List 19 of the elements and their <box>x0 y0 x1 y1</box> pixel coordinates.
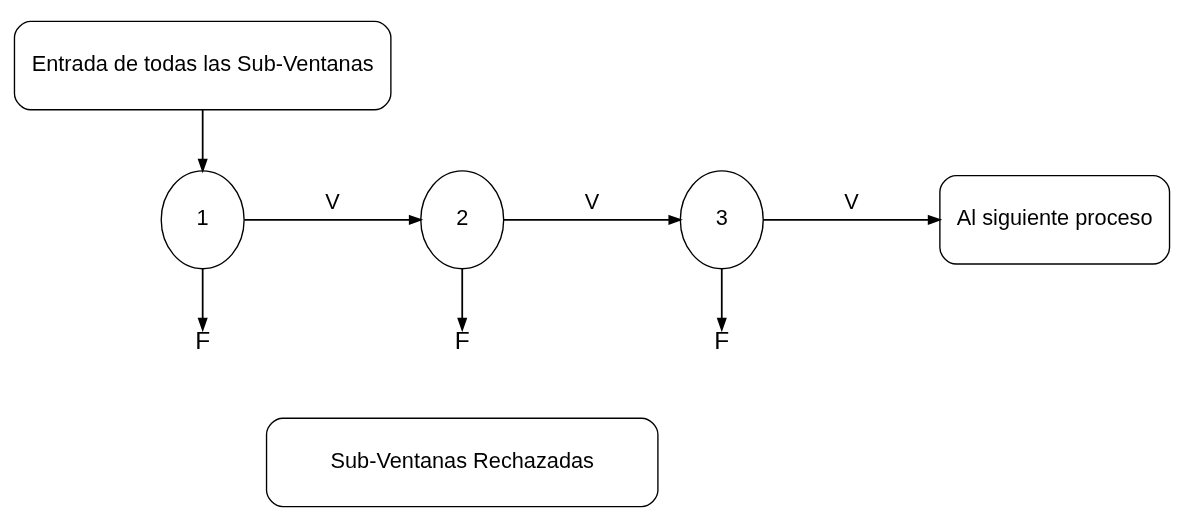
node-box: Al siguiente proceso <box>939 175 1171 265</box>
arrow <box>457 268 468 333</box>
node-ellipse: 3 <box>679 170 764 270</box>
arrow <box>762 214 943 225</box>
edge-label: F <box>714 327 730 355</box>
node-ellipse: 1 <box>160 170 245 270</box>
node-box: Sub-Ventanas Rechazadas <box>265 417 659 508</box>
arrow <box>197 109 208 174</box>
arrow <box>197 268 208 333</box>
node-ellipse: 2 <box>420 170 505 270</box>
arrow <box>716 268 727 333</box>
arrow <box>503 214 683 225</box>
node-box: Entrada de todas las Sub-Ventanas <box>13 20 392 111</box>
edge-label: V <box>844 188 859 214</box>
edge-label: F <box>195 327 211 355</box>
arrow <box>243 214 424 225</box>
edge-label: V <box>584 188 600 214</box>
edge-label: V <box>325 188 340 214</box>
edge-label: F <box>454 327 470 355</box>
